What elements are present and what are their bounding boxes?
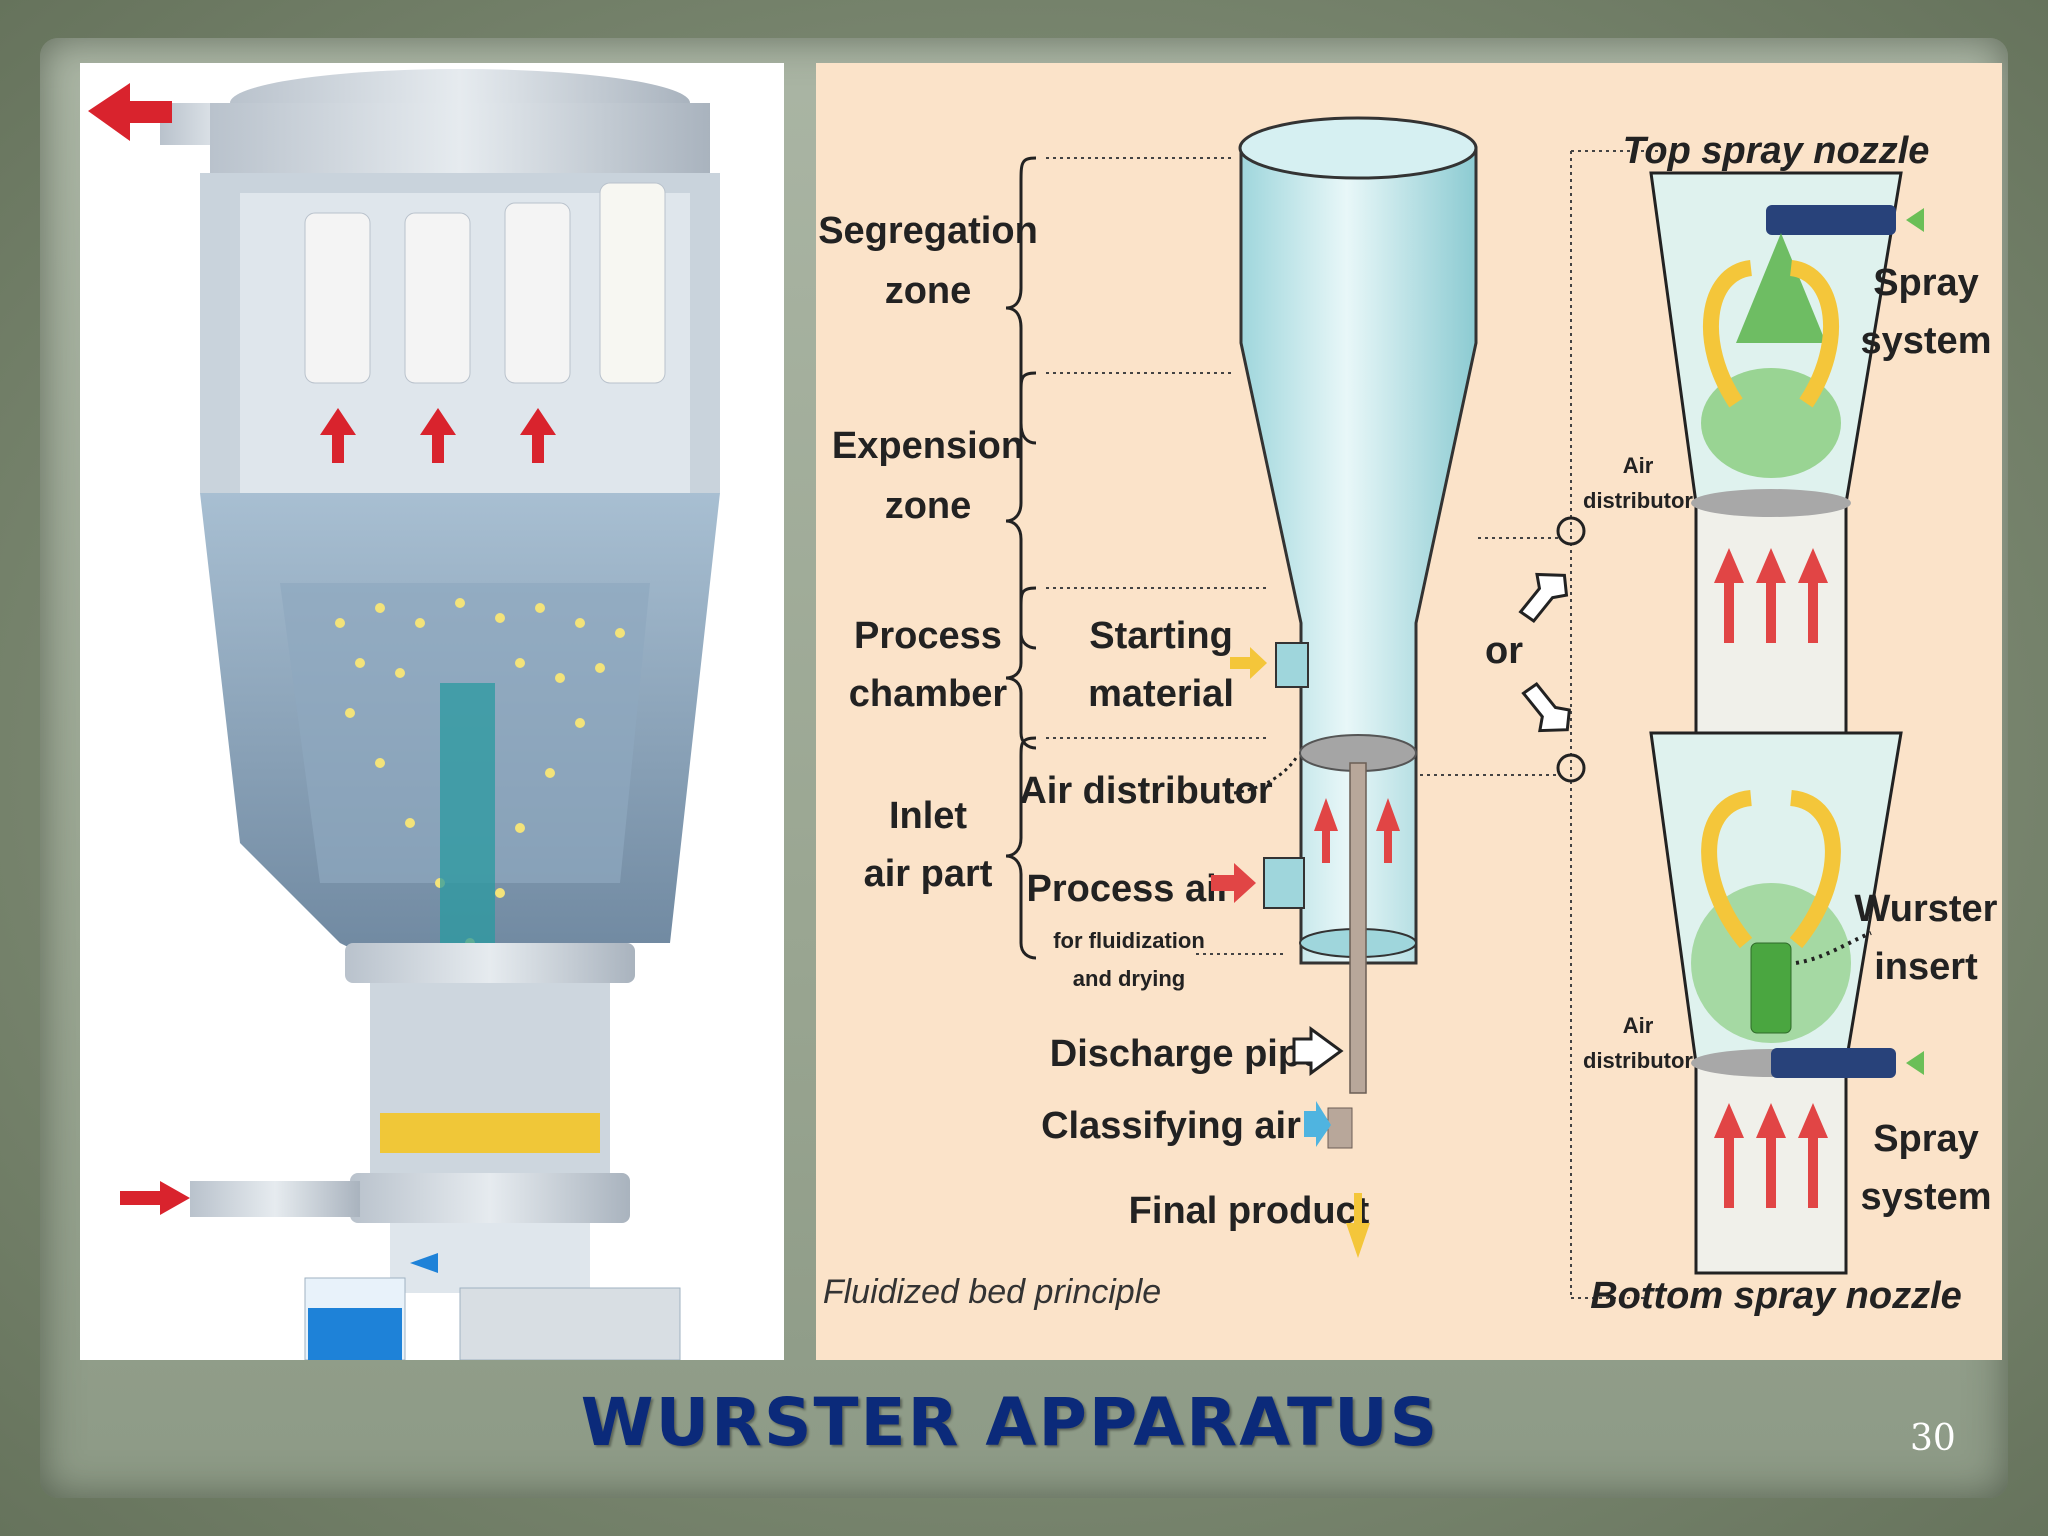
inlet-air-label-2: air part (864, 853, 993, 895)
spray-cone (1736, 233, 1826, 343)
or-label: or (1485, 630, 1523, 672)
inlet-air-label-1: Inlet (889, 795, 967, 837)
top-air-distributor-1: Air (1623, 453, 1654, 478)
final-product-label: Final product (1129, 1190, 1370, 1232)
airflow-arrow (1798, 548, 1828, 643)
filter-bag (304, 212, 371, 384)
top-spray-nozzle (1766, 205, 1896, 235)
filter-bag (404, 212, 471, 384)
principle-label: Fluidized bed principle (823, 1273, 1161, 1311)
air-distributor-label: Air distributor (1019, 770, 1273, 812)
airflow-arrow (1756, 1103, 1786, 1208)
airflow-arrow (1714, 1103, 1744, 1208)
bottom-air-distributor-2: distributor (1583, 1048, 1693, 1073)
airflow-arrow (520, 408, 556, 463)
spray-system-arrow (1906, 1051, 1924, 1075)
top-spray-system-1: Spray (1873, 262, 1979, 304)
bottom-spray-inset (1649, 731, 1924, 1275)
air-distributor-leader (1233, 757, 1298, 795)
top-spray-inset (1649, 171, 1924, 745)
starting-material-label-2: material (1088, 673, 1234, 715)
starting-material-arrow (1230, 647, 1267, 679)
expansion-zone-label-1: Expension (832, 425, 1024, 467)
slide-title: WURSTER APPARATUS (580, 1384, 1440, 1461)
fluid-bed-illustration (80, 63, 784, 1361)
base-ring (350, 1173, 630, 1223)
inlet-arrow (120, 1181, 190, 1215)
pump (459, 1287, 681, 1361)
lower-ring (345, 943, 635, 983)
filter-bag (599, 182, 666, 384)
down-choice-arrow (1521, 682, 1571, 733)
liquid-arrow (410, 1253, 438, 1273)
starting-material-port (1275, 642, 1309, 688)
fluidized-bed-diagram: Segregation zone Expension zone Process … (816, 63, 2002, 1360)
wurster-insert-label-2: insert (1874, 946, 1978, 988)
airflow-arrow (320, 408, 356, 463)
classifying-air-arrow (1304, 1101, 1331, 1147)
discharge-arrow (1292, 1026, 1344, 1076)
segregation-zone-label-2: zone (885, 270, 972, 312)
process-air-arrow-1 (1314, 798, 1338, 863)
bottom-air-distributor-1: Air (1623, 1013, 1654, 1038)
fluid-bed-illustration-svg (88, 69, 720, 1361)
discharge-pipe-label: Discharge pipe (1050, 1033, 1322, 1075)
inlet-pipe (190, 1181, 360, 1217)
process-air-port (1263, 857, 1305, 909)
airflow-arrow (1756, 548, 1786, 643)
discharge-pipe (1349, 762, 1367, 1094)
expansion-zone-label-2: zone (885, 485, 972, 527)
process-air-arrow-2 (1376, 798, 1400, 863)
process-air-label: Process air (1027, 868, 1232, 910)
coating-liquid (308, 1308, 402, 1360)
starting-material-label-1: Starting (1089, 615, 1233, 657)
top-housing (210, 103, 710, 183)
classifying-air-label: Classifying air (1041, 1105, 1301, 1147)
circulation-arrow (1702, 260, 1753, 408)
product-bed (380, 1113, 600, 1153)
bottom-spray-system-2: system (1861, 1176, 1992, 1218)
spray-system-arrow (1906, 208, 1924, 232)
wurster-insert-leader (1795, 931, 1872, 965)
slide-number: 30 (1910, 1418, 1956, 1459)
exhaust-arrow (88, 83, 172, 141)
airflow-arrow (1798, 1103, 1828, 1208)
wurster-insert-label-1: Wurster (1855, 888, 1998, 930)
process-air-inlet-arrow (1211, 863, 1256, 903)
selection-connectors (1420, 150, 1661, 1299)
process-air-sub-2: and drying (1073, 966, 1185, 991)
wurster-insert (1750, 942, 1792, 1034)
bottom-spray-title: Bottom spray nozzle (1590, 1275, 1962, 1317)
base-body (390, 1223, 590, 1293)
column-top (1238, 116, 1478, 180)
up-choice-arrow (1518, 572, 1569, 624)
bottom-spray-system-1: Spray (1873, 1118, 1979, 1160)
column-body (1239, 146, 1478, 965)
zoom-icon (1556, 753, 1586, 783)
top-spray-title: Top spray nozzle (1623, 130, 1930, 172)
circulation-arrow (1701, 790, 1753, 949)
fluidized-bed-diagram-svg: Segregation zone Expension zone Process … (818, 116, 1998, 1317)
column (1238, 116, 1478, 1149)
air-distributor-disc (1691, 489, 1851, 517)
zone-leader-lines (1046, 157, 1286, 955)
airflow-arrow (1714, 548, 1744, 643)
bottom-spray-nozzle (1771, 1048, 1896, 1078)
top-air-distributor-2: distributor (1583, 488, 1693, 513)
final-product-arrow (1346, 1193, 1370, 1258)
top-spray-system-2: system (1861, 320, 1992, 362)
process-chamber-label-2: chamber (849, 673, 1008, 715)
airflow-arrow (420, 408, 456, 463)
circulation-arrow (1789, 790, 1841, 949)
filter-bag (504, 202, 571, 384)
circulation-arrow (1789, 260, 1840, 408)
segregation-zone-label-1: Segregation (818, 210, 1038, 252)
zoom-icon (1556, 516, 1586, 546)
process-air-sub-1: for fluidization (1053, 928, 1205, 953)
classifying-pipe (1327, 1107, 1353, 1149)
zone-braces (1005, 156, 1037, 960)
process-chamber-label-1: Process (854, 615, 1002, 657)
